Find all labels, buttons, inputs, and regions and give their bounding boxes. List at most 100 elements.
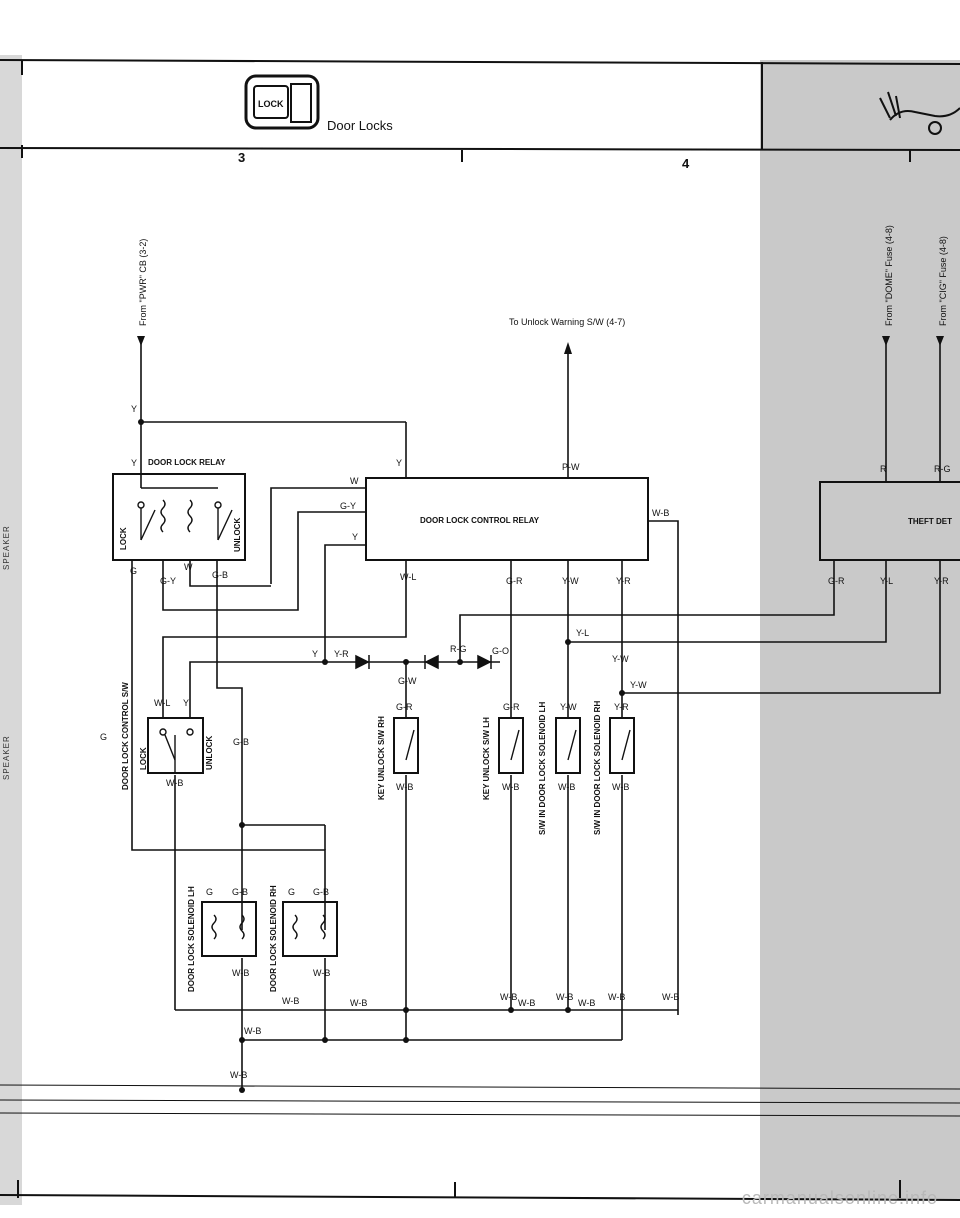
wire-label: Y — [396, 458, 402, 468]
watermark: carmanualsonline.info — [741, 1188, 938, 1208]
svg-text:LOCK: LOCK — [119, 527, 128, 550]
svg-text:DOOR LOCK SOLENOID LH: DOOR LOCK SOLENOID LH — [187, 886, 196, 992]
column-number-left: 3 — [238, 150, 246, 165]
svg-text:KEY UNLOCK S/W RH: KEY UNLOCK S/W RH — [377, 716, 386, 800]
wire-label: G-R — [396, 702, 413, 712]
wire-label: Y-L — [576, 628, 589, 638]
svg-text:LOCK: LOCK — [258, 99, 284, 109]
wire-label: W-B — [232, 968, 249, 978]
wire-label: W-B — [578, 998, 595, 1008]
frame — [0, 59, 960, 1201]
wire-label: W-B — [558, 782, 575, 792]
page-title: Door Locks — [327, 118, 393, 133]
wire-label: G-W — [398, 676, 417, 686]
wire-label: W-B — [662, 992, 679, 1002]
key-unlock-switch-rh: KEY UNLOCK S/W RH — [377, 716, 419, 800]
theft-deterrent-ecu: THEFT DET — [819, 481, 960, 561]
wire-label: W-L — [400, 572, 416, 582]
svg-text:DOOR LOCK RELAY: DOOR LOCK RELAY — [148, 458, 226, 467]
wire-label: Y-R — [934, 576, 949, 586]
wire-label: W-B — [396, 782, 413, 792]
source-pwr-label: From "PWR" CB (3-2) — [138, 239, 148, 326]
svg-text:S/W IN DOOR LOCK SOLENOID LH: S/W IN DOOR LOCK SOLENOID LH — [538, 701, 547, 835]
wire-label: W — [184, 562, 193, 572]
key-unlock-switch-lh: KEY UNLOCK S/W LH — [482, 717, 524, 800]
wire-label: G — [206, 887, 213, 897]
door-lock-solenoid-rh: DOOR LOCK SOLENOID RH — [269, 885, 338, 992]
lock-icon: LOCK — [244, 74, 320, 130]
wire-label: W-L — [154, 698, 170, 708]
wire-label: G-B — [233, 737, 249, 747]
wire-label: Y-R — [334, 649, 349, 659]
wire-label: G-R — [828, 576, 845, 586]
wire-label: Y — [183, 698, 189, 708]
svg-text:KEY UNLOCK S/W LH: KEY UNLOCK S/W LH — [482, 717, 491, 800]
wire-label: G — [100, 732, 107, 742]
svg-text:S/W IN DOOR LOCK SOLENOID RH: S/W IN DOOR LOCK SOLENOID RH — [593, 701, 602, 835]
door-lock-relay: DOOR LOCK RELAY LOCK UNLOCK — [112, 458, 246, 561]
door-lock-control-relay: DOOR LOCK CONTROL RELAY — [365, 477, 649, 561]
right-panel-shade — [760, 60, 960, 1200]
wire-label: Y-W — [630, 680, 647, 690]
diode-icons — [355, 654, 492, 670]
wire-label: G-O — [492, 646, 509, 656]
junction-dots — [138, 419, 625, 1093]
side-label-bottom: SPEAKER — [2, 735, 11, 780]
wire-labels: Y Y Y W G-Y Y G G-Y W G-B W-L P-W W-B G-… — [100, 404, 951, 1080]
car-alarm-icon — [879, 91, 960, 135]
wire-label: W-B — [166, 778, 183, 788]
wire-label: Y-R — [616, 576, 631, 586]
wire-label: G-Y — [160, 576, 176, 586]
solenoid-switch-rh: S/W IN DOOR LOCK SOLENOID RH — [593, 701, 635, 835]
wire-label: G-B — [313, 887, 329, 897]
wire-label: P-W — [562, 462, 580, 472]
source-cig-label: From "CIG" Fuse (4-8) — [938, 236, 948, 326]
wire-label: W-B — [556, 992, 573, 1002]
wire-label: R-G — [450, 644, 467, 654]
wire-label: W-B — [652, 508, 669, 518]
wire-label: Y-R — [614, 702, 629, 712]
wire-label: G — [130, 566, 137, 576]
wire-label: Y — [131, 458, 137, 468]
solenoid-switch-lh: S/W IN DOOR LOCK SOLENOID LH — [538, 701, 581, 835]
wire-label: Y — [352, 532, 358, 542]
svg-text:DOOR LOCK SOLENOID RH: DOOR LOCK SOLENOID RH — [269, 885, 278, 992]
wire-label: G-B — [232, 887, 248, 897]
wire-label: W-B — [608, 992, 625, 1002]
wire-label: W-B — [612, 782, 629, 792]
left-edge-shade — [0, 55, 22, 1205]
svg-text:DOOR LOCK CONTROL S/W: DOOR LOCK CONTROL S/W — [121, 682, 130, 790]
wire-label: Y-W — [612, 654, 629, 664]
svg-text:DOOR LOCK CONTROL RELAY: DOOR LOCK CONTROL RELAY — [420, 516, 540, 525]
door-lock-solenoid-lh: DOOR LOCK SOLENOID LH — [187, 886, 257, 992]
svg-text:UNLOCK: UNLOCK — [233, 518, 242, 552]
wire-label: G — [288, 887, 295, 897]
wire-label: G-Y — [340, 501, 356, 511]
wire-label: R-G — [934, 464, 951, 474]
source-dome-label: From "DOME" Fuse (4-8) — [884, 225, 894, 326]
wire-label: W-B — [502, 782, 519, 792]
wire-label: W-B — [518, 998, 535, 1008]
wire-label: G-R — [506, 576, 523, 586]
wire-label: W-B — [500, 992, 517, 1002]
svg-text:UNLOCK: UNLOCK — [205, 736, 214, 770]
wire-label: G-R — [503, 702, 520, 712]
wire-label: Y-W — [560, 702, 577, 712]
wire-label: Y-L — [880, 576, 893, 586]
wire-label: W — [350, 476, 359, 486]
wire-label: W-B — [230, 1070, 247, 1080]
svg-text:THEFT DET: THEFT DET — [908, 517, 952, 526]
column-number-right: 4 — [682, 156, 690, 171]
svg-text:LOCK: LOCK — [139, 747, 148, 770]
source-unlock-warning-label: To Unlock Warning S/W (4-7) — [509, 317, 625, 327]
wire-label: W-B — [350, 998, 367, 1008]
wire-label: R — [880, 464, 887, 474]
wire-label: Y — [131, 404, 137, 414]
side-label-top: SPEAKER — [2, 525, 11, 570]
wire-label: W-B — [282, 996, 299, 1006]
wire-label: W-B — [313, 968, 330, 978]
wire-label: G-B — [212, 570, 228, 580]
door-lock-control-switch: DOOR LOCK CONTROL S/W LOCK UNLOCK — [121, 682, 214, 790]
